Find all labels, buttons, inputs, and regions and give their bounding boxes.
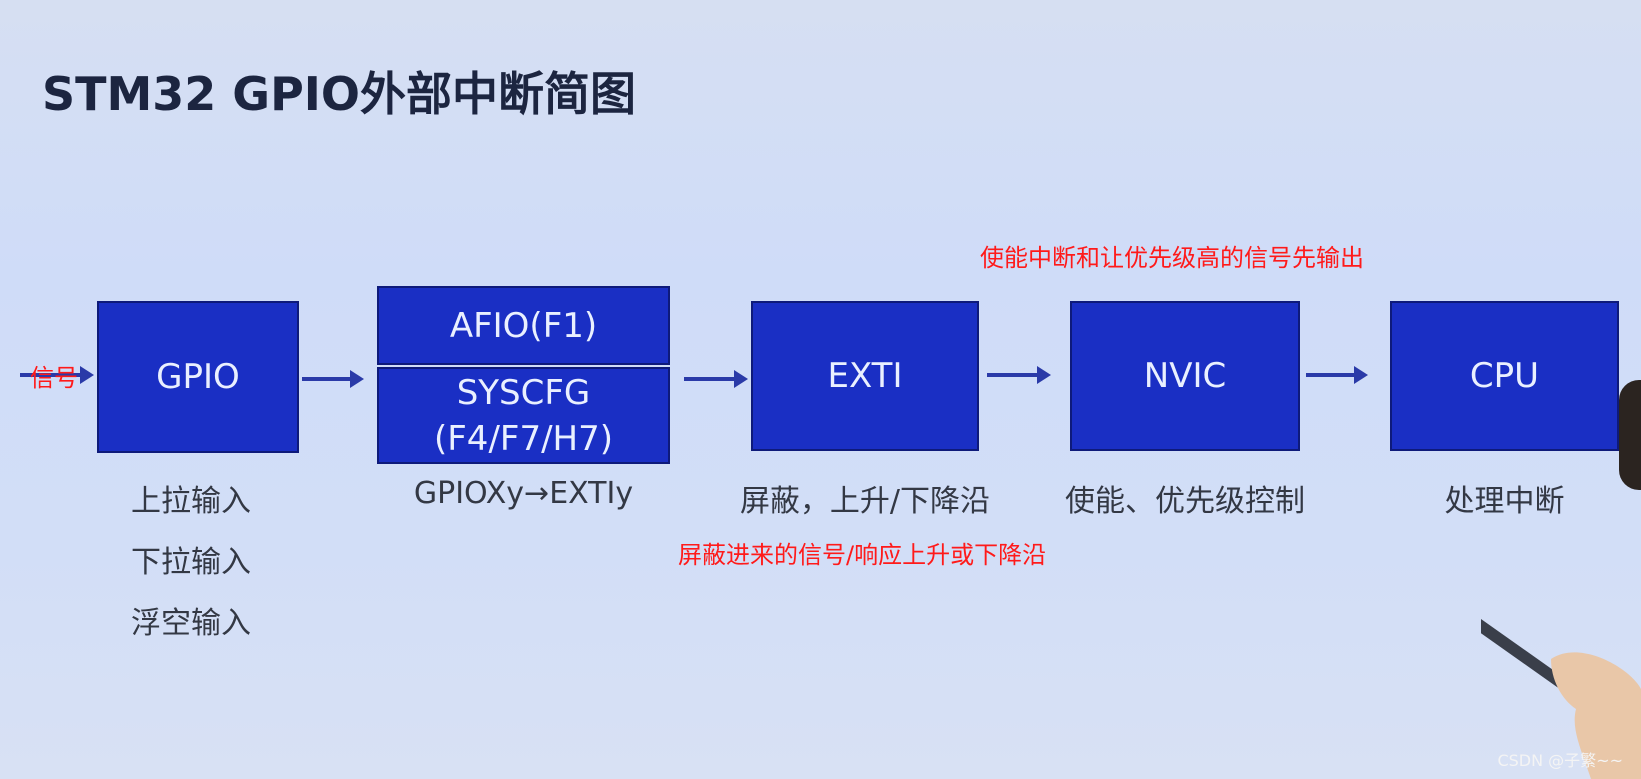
presenter-shoulder [1619, 380, 1641, 490]
arrow-exti-to-nvic [987, 366, 1051, 384]
gpio-box: GPIO [97, 301, 299, 453]
watermark: CSDN @子繁~~ [1497, 751, 1623, 770]
annotation-nvic: 使能中断和让优先级高的信号先输出 [980, 244, 1364, 272]
syscfg-box-label-line1: SYSCFG [456, 372, 591, 413]
input-signal-label: 信号 [30, 364, 78, 392]
nvic-caption: 使能、优先级控制 [1065, 484, 1305, 519]
cpu-box: CPU [1390, 301, 1619, 451]
exti-caption: 屏蔽，上升/下降沿 [739, 484, 991, 519]
page-title: STM32 GPIO外部中断简图 [42, 67, 637, 121]
cpu-caption: 处理中断 [1444, 484, 1565, 519]
gpio-caption-floating: 浮空输入 [131, 606, 251, 641]
arrow-nvic-to-cpu [1306, 366, 1368, 384]
afio-caption: GPIOXy→EXTIy [413, 476, 634, 511]
arrow-afio-to-exti [684, 370, 748, 388]
afio-box-label: AFIO(F1) [449, 305, 598, 346]
cpu-box-label: CPU [1469, 356, 1540, 396]
gpio-caption-pulldown: 下拉输入 [131, 545, 251, 580]
annotation-exti: 屏蔽进来的信号/响应上升或下降沿 [678, 541, 1047, 569]
presenter-hand-with-pen [1481, 619, 1641, 779]
gpio-caption-pullup: 上拉输入 [131, 484, 251, 519]
afio-box: AFIO(F1) [377, 286, 670, 365]
gpio-box-label: GPIO [156, 357, 240, 397]
input-arrow [20, 366, 94, 384]
syscfg-box-label-line2: (F4/F7/H7) [433, 418, 613, 459]
nvic-box: NVIC [1070, 301, 1300, 451]
arrow-gpio-to-afio [302, 370, 364, 388]
exti-box-label: EXTI [827, 356, 903, 396]
syscfg-box: SYSCFG (F4/F7/H7) [377, 367, 670, 464]
exti-box: EXTI [751, 301, 979, 451]
nvic-box-label: NVIC [1143, 356, 1227, 396]
